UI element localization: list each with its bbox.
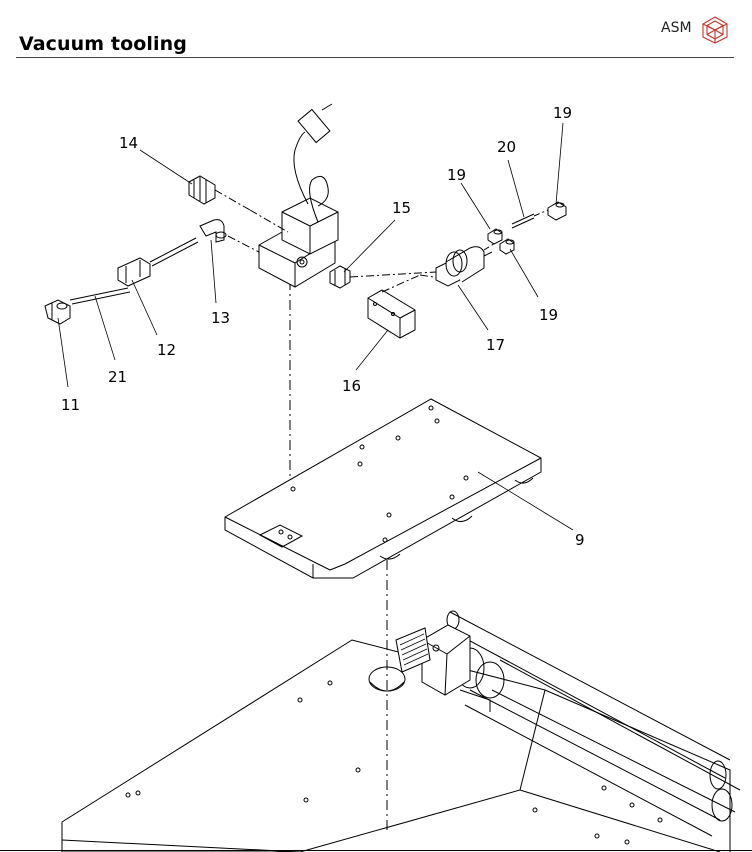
callout-16: 16: [342, 377, 361, 395]
callout-17: 17: [486, 336, 505, 354]
leader-lines: [57, 122, 574, 531]
bottom-rule: [0, 850, 752, 851]
page-title: Vacuum tooling: [19, 33, 187, 55]
callout-15: 15: [392, 199, 411, 217]
callout-19c: 19: [553, 104, 572, 122]
brand-name: ASM: [661, 20, 692, 36]
connector-item-12: [117, 257, 151, 287]
elbow-item-11: [44, 299, 71, 325]
callout-14: 14: [119, 134, 138, 152]
page-header: Vacuum tooling ASM: [0, 0, 752, 62]
callout-19b: 19: [539, 306, 558, 324]
pin-item-20: [511, 209, 549, 229]
header-rule: [16, 57, 734, 58]
asm-logo-icon: [702, 16, 728, 44]
callout-labels: 9 11 12 13 14 15 16 17 19 19 19 20 21: [61, 104, 585, 549]
callout-19a: 19: [447, 166, 466, 184]
machine-table: [61, 639, 731, 852]
callout-20: 20: [497, 138, 516, 156]
callout-21: 21: [108, 368, 127, 386]
tube-item-21: [69, 237, 199, 305]
linear-rail: [395, 610, 741, 837]
callout-12: 12: [157, 341, 176, 359]
fitting-item-19c: [547, 201, 567, 221]
solenoid-valve: [258, 103, 339, 288]
callout-11: 11: [61, 396, 80, 414]
block-item-16: [367, 274, 441, 339]
plate-item-9: [224, 398, 542, 579]
elbow-item-13: [199, 219, 260, 253]
connector-item-14: [188, 175, 289, 233]
fitting-item-19a: [487, 228, 503, 245]
callout-9: 9: [575, 531, 585, 549]
callout-13: 13: [211, 309, 230, 327]
exploded-view-drawing: 9 11 12 13 14 15 16 17 19 19 19 20 21: [44, 103, 741, 852]
cylinder-item-17: [349, 239, 501, 287]
